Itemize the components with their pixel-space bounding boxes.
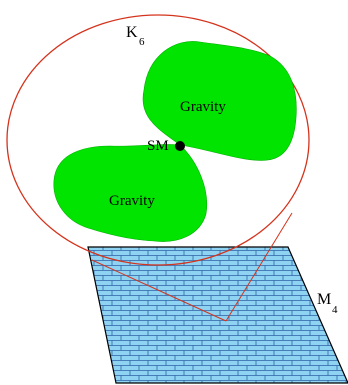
m4-brane-outline: [87, 246, 348, 384]
k6-label: K 6: [126, 24, 145, 48]
gravity-label-lower: Gravity: [109, 193, 155, 209]
projection-line-left: [91, 259, 227, 322]
sm-point: [175, 141, 185, 151]
m4-brane: [87, 246, 348, 384]
k6-label-subscript: 6: [139, 36, 145, 48]
k6-label-base: K: [126, 24, 138, 41]
m4-label-subscript: 4: [332, 304, 338, 316]
m4-label-base: M: [317, 291, 331, 308]
projection-line-right: [225, 212, 293, 322]
m4-brane-surface: [88, 247, 348, 383]
projection-lines: [91, 212, 293, 322]
gravity-label-upper: Gravity: [180, 99, 226, 115]
m4-label: M 4: [317, 291, 338, 316]
sm-label: SM: [147, 138, 169, 154]
k6-extra-dimension-ellipse: [6, 14, 310, 266]
gravity-region-lower: [53, 144, 208, 242]
gravity-region-upper: [142, 41, 297, 161]
